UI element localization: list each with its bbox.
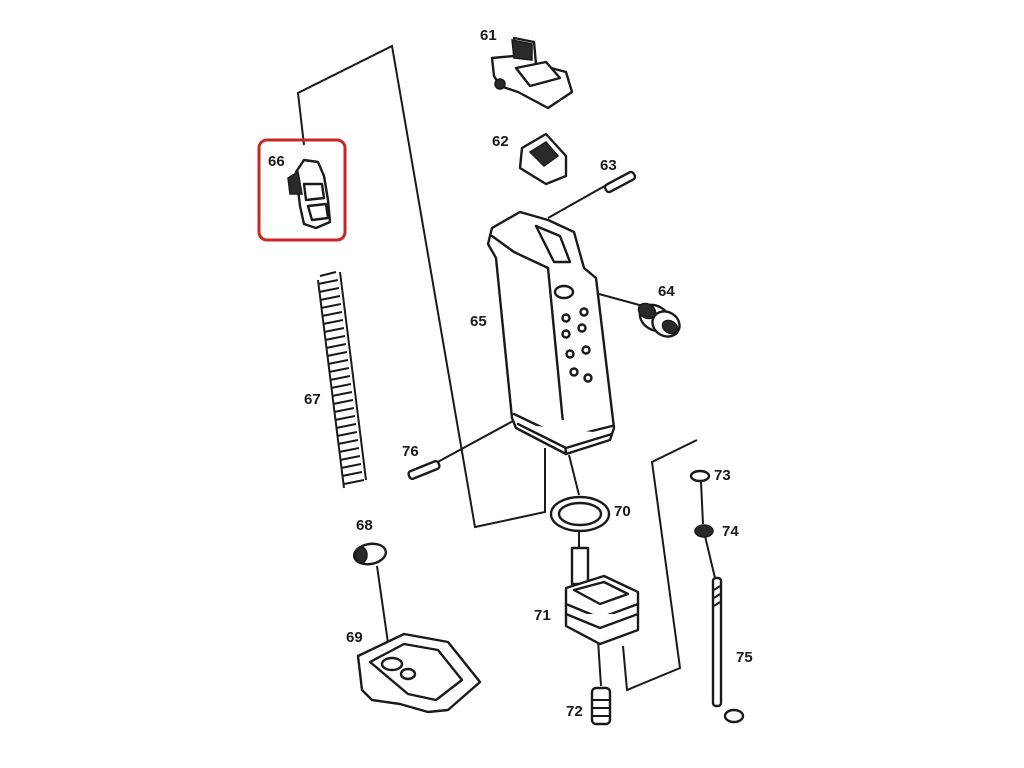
label-74: 74 [722,523,739,540]
label-76: 76 [402,443,419,460]
leader-76 [433,420,514,465]
leader-74-75 [704,535,716,579]
leader-73-75-bracket [622,439,698,692]
label-72: 72 [566,703,583,720]
leader-70 [568,454,580,496]
part-73 [689,469,711,483]
label-68: 68 [356,517,373,534]
leader-63 [547,182,611,219]
highlight-box-66 [257,138,347,242]
leader-72 [597,639,602,687]
part-74 [694,524,714,538]
label-61: 61 [480,27,497,44]
label-67: 67 [304,391,321,408]
part-71 [564,546,640,646]
leader-73-74 [700,481,704,525]
label-64: 64 [658,283,675,300]
part-63 [603,170,637,194]
part-64 [637,302,681,338]
part-70 [549,495,611,533]
label-71: 71 [534,607,551,624]
label-75: 75 [736,649,753,666]
label-66: 66 [268,153,285,170]
part-68 [352,542,388,566]
label-63: 63 [600,157,617,174]
part-75 [711,576,745,724]
part-69 [356,632,482,714]
leader-66-bracket [296,44,546,529]
label-65: 65 [470,313,487,330]
label-69: 69 [346,629,363,646]
part-62 [518,132,568,186]
label-70: 70 [614,503,631,520]
part-76 [407,460,441,480]
part-65 [486,210,616,456]
part-61 [490,36,574,110]
part-67 [317,271,367,489]
part-66 [287,158,332,230]
label-73: 73 [714,467,731,484]
label-62: 62 [492,133,509,150]
part-72 [590,686,612,726]
